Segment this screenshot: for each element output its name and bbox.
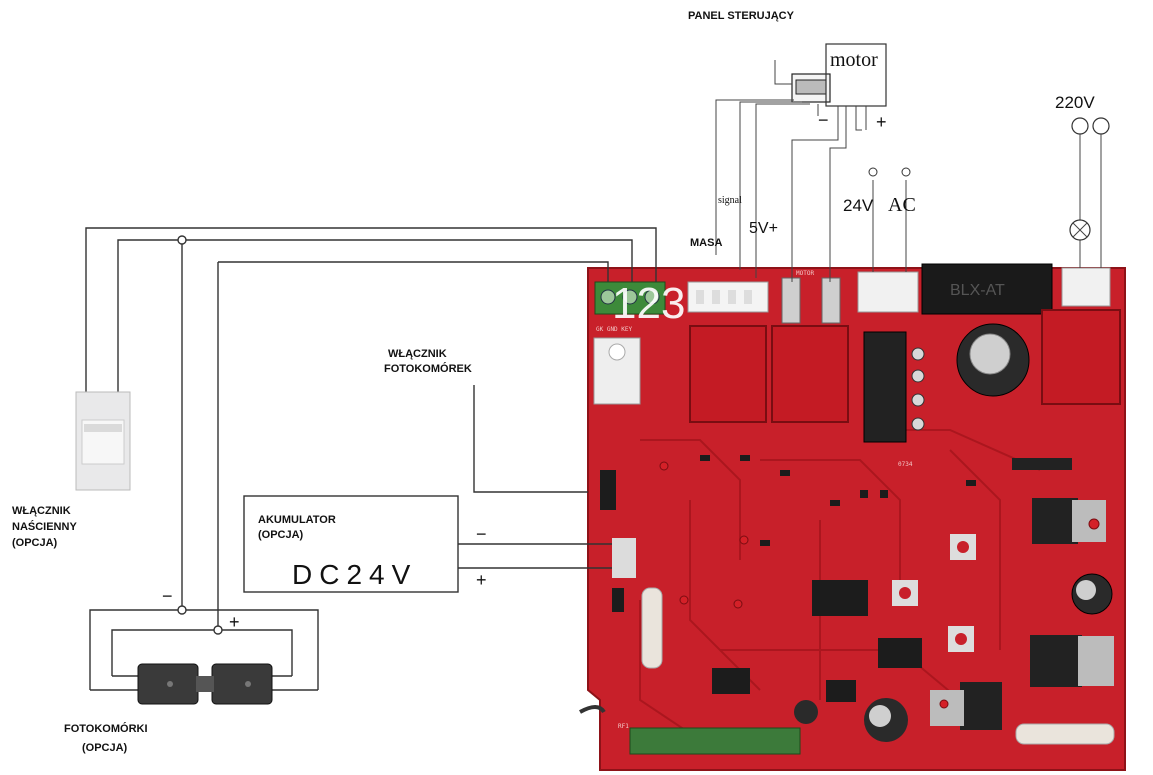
akum-plus: + <box>476 570 487 590</box>
akumulator-box <box>243 495 459 593</box>
motor-terminal-label: MOTOR <box>796 270 814 277</box>
rf-label: RF1 <box>618 723 629 730</box>
photocell-plus: + <box>229 612 240 632</box>
signal-label: signal <box>718 195 742 206</box>
wall-switch-label-2: NAŚCIENNY <box>12 520 77 533</box>
dc24v-label: DC24V <box>292 559 417 590</box>
motor-minus: − <box>818 110 829 130</box>
photocell-minus: − <box>162 586 173 606</box>
wall-switch-label-1: WŁĄCZNIK <box>12 505 71 517</box>
panel-label: PANEL STERUJĄCY <box>688 10 795 22</box>
masa-label: MASA <box>690 237 722 249</box>
akumulator-label-1: AKUMULATOR <box>258 514 336 526</box>
photocell-label-2: (OPCJA) <box>82 742 128 754</box>
foto-switch-label-2: FOTOKOMÓREK <box>384 362 472 375</box>
control-panel <box>774 43 887 107</box>
5v-label: 5V+ <box>749 220 778 237</box>
akum-minus: − <box>476 524 487 544</box>
control-board: GK GND KEY 123 MOTOR BLX-AT 0734 <box>579 263 1126 771</box>
terminal-numbers: 123 <box>612 279 685 328</box>
photocell-label-1: FOTOKOMÓRKI <box>64 722 148 735</box>
foto-switch-label-1: WŁĄCZNIK <box>388 348 447 360</box>
24v-label: 24V <box>843 196 874 215</box>
wall-switch-label-3: (OPCJA) <box>12 537 58 549</box>
board-code: 0734 <box>898 461 913 468</box>
220v-label: 220V <box>1055 93 1095 112</box>
wires <box>85 99 1110 691</box>
terminal-label: GK GND KEY <box>596 326 633 333</box>
akumulator-label-2: (OPCJA) <box>258 529 304 541</box>
wall-switch <box>75 391 131 491</box>
chip-label: BLX-AT <box>950 282 1005 299</box>
motor-label: motor <box>830 49 878 71</box>
ac-label: AC <box>888 194 916 216</box>
motor-plus: + <box>876 112 887 132</box>
photocells <box>137 663 273 705</box>
